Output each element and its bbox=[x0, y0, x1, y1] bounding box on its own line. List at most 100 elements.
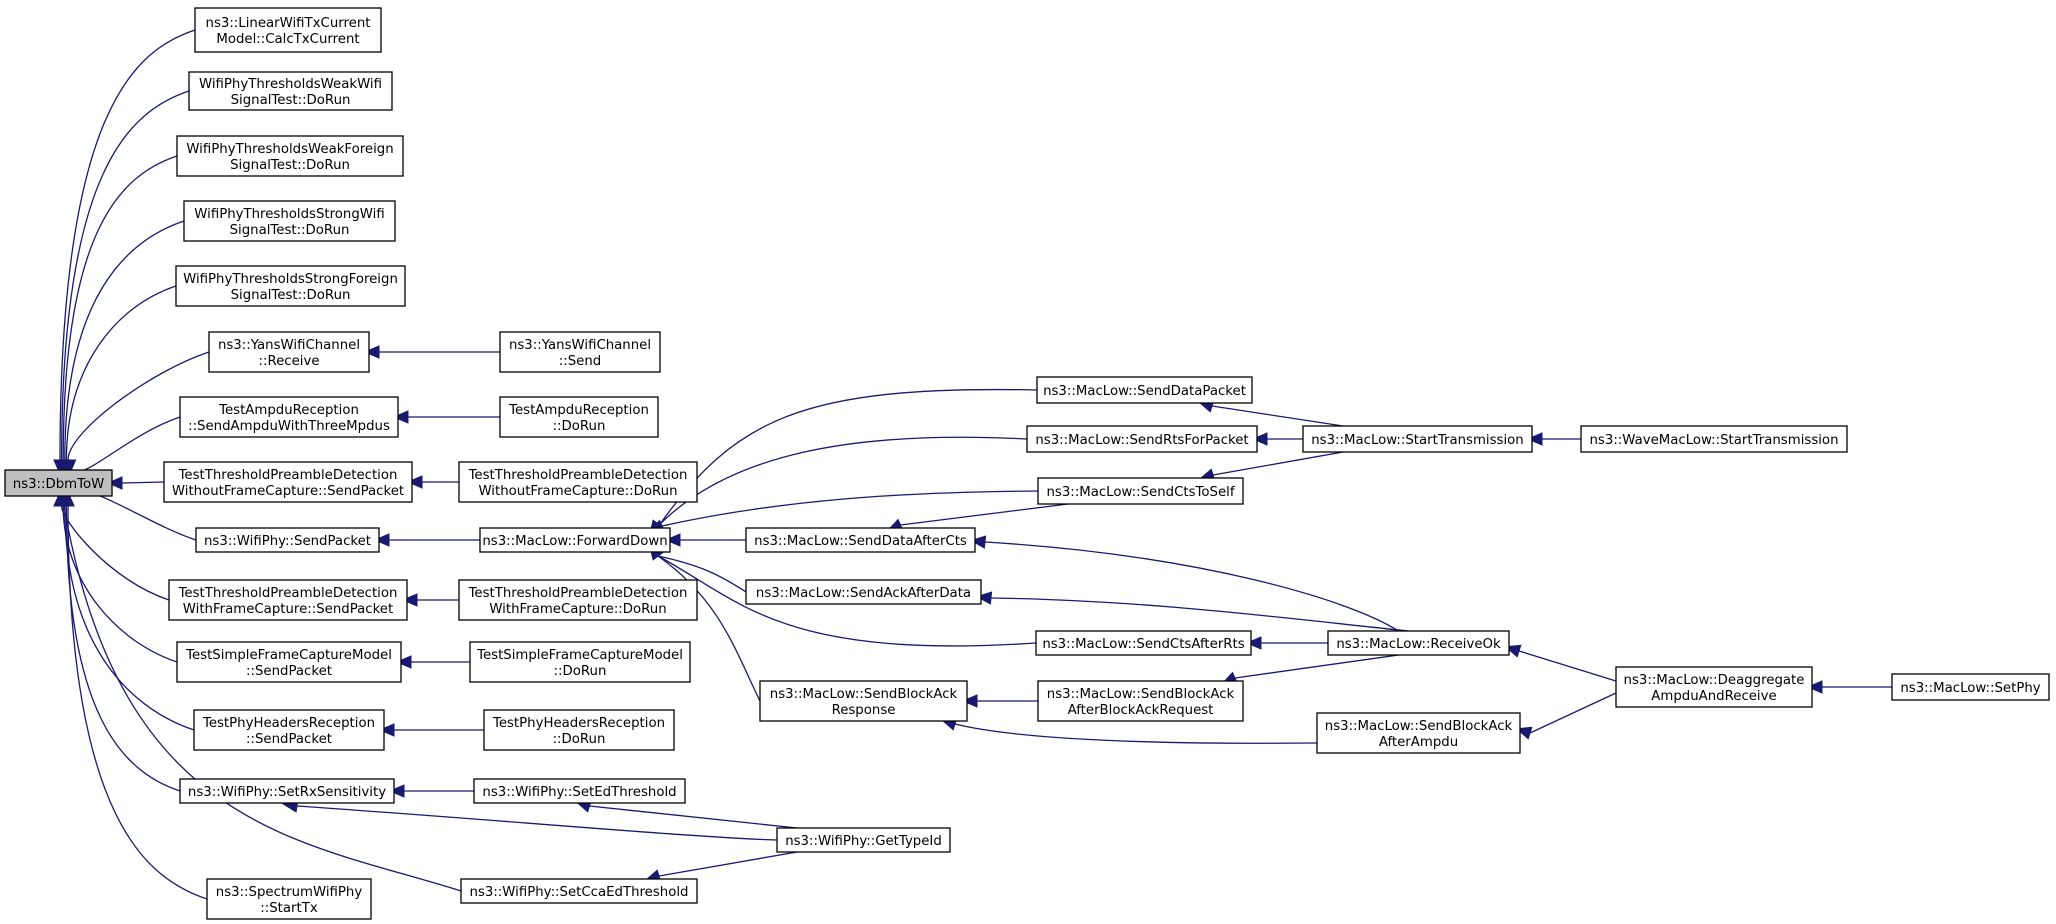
node-dbmtow[interactable]: ns3::DbmToW bbox=[4, 469, 113, 497]
arrowhead bbox=[969, 535, 987, 549]
arrowhead bbox=[1806, 680, 1823, 694]
node-label: TestThresholdPreambleDetection bbox=[468, 468, 688, 483]
node-label: TestThresholdPreambleDetection bbox=[178, 586, 398, 601]
node-tpdw-send[interactable]: TestThresholdPreambleDetectionWithFrameC… bbox=[168, 579, 408, 621]
node-label: ns3::WaveMacLow::StartTransmission bbox=[1590, 433, 1839, 448]
node-sfc-run[interactable]: TestSimpleFrameCaptureModel::DoRun bbox=[469, 641, 691, 683]
node-box bbox=[1327, 630, 1510, 656]
node-wifiphysend[interactable]: ns3::WifiPhy::SendPacket bbox=[195, 527, 380, 553]
node-label: ::StartTx bbox=[260, 901, 318, 916]
edge-recv_bar bbox=[1234, 654, 1399, 679]
node-label: WithoutFrameCapture::DoRun bbox=[478, 484, 677, 499]
node-label: AfterAmpdu bbox=[1379, 735, 1458, 750]
node-sendackafterdata[interactable]: ns3::MacLow::SendAckAfterData bbox=[745, 579, 982, 605]
node-weakwifi[interactable]: WifiPhyThresholdsWeakWifiSignalTest::DoR… bbox=[188, 71, 393, 111]
node-sendctsself[interactable]: ns3::MacLow::SendCtsToSelf bbox=[1037, 477, 1244, 505]
node-box bbox=[473, 778, 686, 804]
node-box bbox=[168, 579, 408, 621]
node-tpdwo-send[interactable]: TestThresholdPreambleDetectionWithoutFra… bbox=[163, 461, 413, 503]
edge-ampdu_resp bbox=[954, 723, 1318, 744]
node-label: TestAmpduReception bbox=[218, 403, 359, 418]
node-sendrts[interactable]: ns3::MacLow::SendRtsForPacket bbox=[1026, 425, 1258, 453]
edge-spectrumtx bbox=[67, 505, 208, 900]
node-forwarddown[interactable]: ns3::MacLow::ForwardDown bbox=[479, 527, 671, 553]
edge-sendctsafterrts_fd bbox=[657, 555, 1037, 647]
node-box bbox=[4, 469, 113, 497]
node-yansrecv[interactable]: ns3::YansWifiChannel::Receive bbox=[208, 331, 370, 373]
node-label: ns3::YansWifiChannel bbox=[218, 338, 360, 353]
node-box bbox=[458, 461, 698, 503]
node-label: ns3::MacLow::SetPhy bbox=[1900, 681, 2040, 696]
node-label: ns3::LinearWifiTxCurrent bbox=[206, 16, 371, 31]
node-tpdwo-run[interactable]: TestThresholdPreambleDetectionWithoutFra… bbox=[458, 461, 698, 503]
arrowhead bbox=[1251, 432, 1268, 446]
node-label: TestThresholdPreambleDetection bbox=[468, 586, 688, 601]
node-setccaed[interactable]: ns3::WifiPhy::SetCcaEdThreshold bbox=[460, 878, 698, 904]
node-label: ::DoRun bbox=[554, 664, 607, 679]
node-sfc-send[interactable]: TestSimpleFrameCaptureModel::SendPacket bbox=[176, 641, 402, 683]
node-yanssend[interactable]: ns3::YansWifiChannel::Send bbox=[499, 331, 661, 373]
node-box bbox=[1036, 376, 1253, 404]
edge-sendrts_fd bbox=[659, 436, 1028, 525]
node-sendctsafterrts[interactable]: ns3::MacLow::SendCtsAfterRts bbox=[1035, 630, 1252, 656]
node-setphy[interactable]: ns3::MacLow::SetPhy bbox=[1891, 673, 2050, 701]
node-strongforeign[interactable]: WifiPhyThresholdsStrongForeignSignalTest… bbox=[175, 265, 406, 307]
node-label: WithFrameCapture::DoRun bbox=[489, 602, 666, 617]
node-label: ns3::WifiPhy::SetCcaEdThreshold bbox=[470, 885, 689, 900]
node-label: ns3::WifiPhy::SetRxSensitivity bbox=[188, 785, 386, 800]
node-label: ::DoRun bbox=[553, 732, 606, 747]
node-box bbox=[1037, 477, 1244, 505]
node-sendbaafterbar[interactable]: ns3::MacLow::SendBlockAckAfterBlockAckRe… bbox=[1037, 680, 1244, 722]
edge-starttx_cts bbox=[1212, 451, 1344, 476]
node-setrxsens[interactable]: ns3::WifiPhy::SetRxSensitivity bbox=[179, 778, 395, 804]
node-strongwifi[interactable]: WifiPhyThresholdsStrongWifiSignalTest::D… bbox=[183, 200, 396, 242]
arrowhead bbox=[961, 694, 978, 708]
node-box bbox=[195, 527, 380, 553]
node-box bbox=[194, 7, 382, 53]
node-wavestarttx[interactable]: ns3::WaveMacLow::StartTransmission bbox=[1580, 425, 1848, 453]
node-label: TestPhyHeadersReception bbox=[202, 716, 375, 731]
node-label: ns3::MacLow::SendDataAfterCts bbox=[754, 534, 967, 549]
node-ampdurun[interactable]: TestAmpduReception::DoRun bbox=[499, 396, 659, 438]
node-receiveok[interactable]: ns3::MacLow::ReceiveOk bbox=[1327, 630, 1510, 656]
node-senddataaftercts[interactable]: ns3::MacLow::SendDataAfterCts bbox=[745, 527, 976, 553]
node-label: Response bbox=[832, 703, 896, 718]
node-box bbox=[176, 641, 402, 683]
node-linear[interactable]: ns3::LinearWifiTxCurrentModel::CalcTxCur… bbox=[194, 7, 382, 53]
node-label: WifiPhyThresholdsWeakWifi bbox=[199, 77, 382, 92]
node-senddatapacket[interactable]: ns3::MacLow::SendDataPacket bbox=[1036, 376, 1253, 404]
node-label: ns3::MacLow::SendCtsToSelf bbox=[1046, 485, 1234, 500]
node-spectrumtx[interactable]: ns3::SpectrumWifiPhy::StartTx bbox=[206, 878, 372, 920]
node-phr-send[interactable]: TestPhyHeadersReception::SendPacket bbox=[193, 709, 385, 751]
edge-senddatapacket_fd bbox=[659, 388, 1038, 525]
node-box bbox=[163, 461, 413, 503]
node-label: WifiPhyThresholdsWeakForeign bbox=[186, 142, 393, 157]
node-tpdw-run[interactable]: TestThresholdPreambleDetectionWithFrameC… bbox=[458, 579, 698, 621]
node-box bbox=[179, 396, 399, 438]
arrowhead bbox=[664, 533, 681, 547]
arrowhead bbox=[1245, 636, 1262, 650]
node-gettypeid[interactable]: ns3::WifiPhy::GetTypeId bbox=[776, 827, 951, 853]
node-starttx[interactable]: ns3::MacLow::StartTransmission bbox=[1302, 425, 1533, 453]
node-weakforeign[interactable]: WifiPhyThresholdsWeakForeignSignalTest::… bbox=[176, 135, 404, 177]
node-label: ::Receive bbox=[258, 354, 319, 369]
edge-weakwifi bbox=[60, 90, 190, 461]
arrowhead bbox=[395, 655, 412, 669]
node-box bbox=[1316, 712, 1521, 754]
node-box bbox=[460, 878, 698, 904]
node-setedthr[interactable]: ns3::WifiPhy::SetEdThreshold bbox=[473, 778, 686, 804]
edge-recv_dac bbox=[984, 541, 1399, 632]
node-phr-run[interactable]: TestPhyHeadersReception::DoRun bbox=[483, 709, 675, 751]
arrowhead bbox=[388, 784, 405, 798]
node-label: ns3::WifiPhy::GetTypeId bbox=[785, 834, 942, 849]
arrowhead bbox=[401, 593, 418, 607]
edge-deagg_ampdu bbox=[1529, 692, 1617, 734]
node-ampdusend[interactable]: TestAmpduReception::SendAmpduWithThreeMp… bbox=[179, 396, 399, 438]
node-label: ns3::MacLow::ForwardDown bbox=[482, 534, 667, 549]
edge-sendbaresp_fd bbox=[657, 555, 761, 702]
